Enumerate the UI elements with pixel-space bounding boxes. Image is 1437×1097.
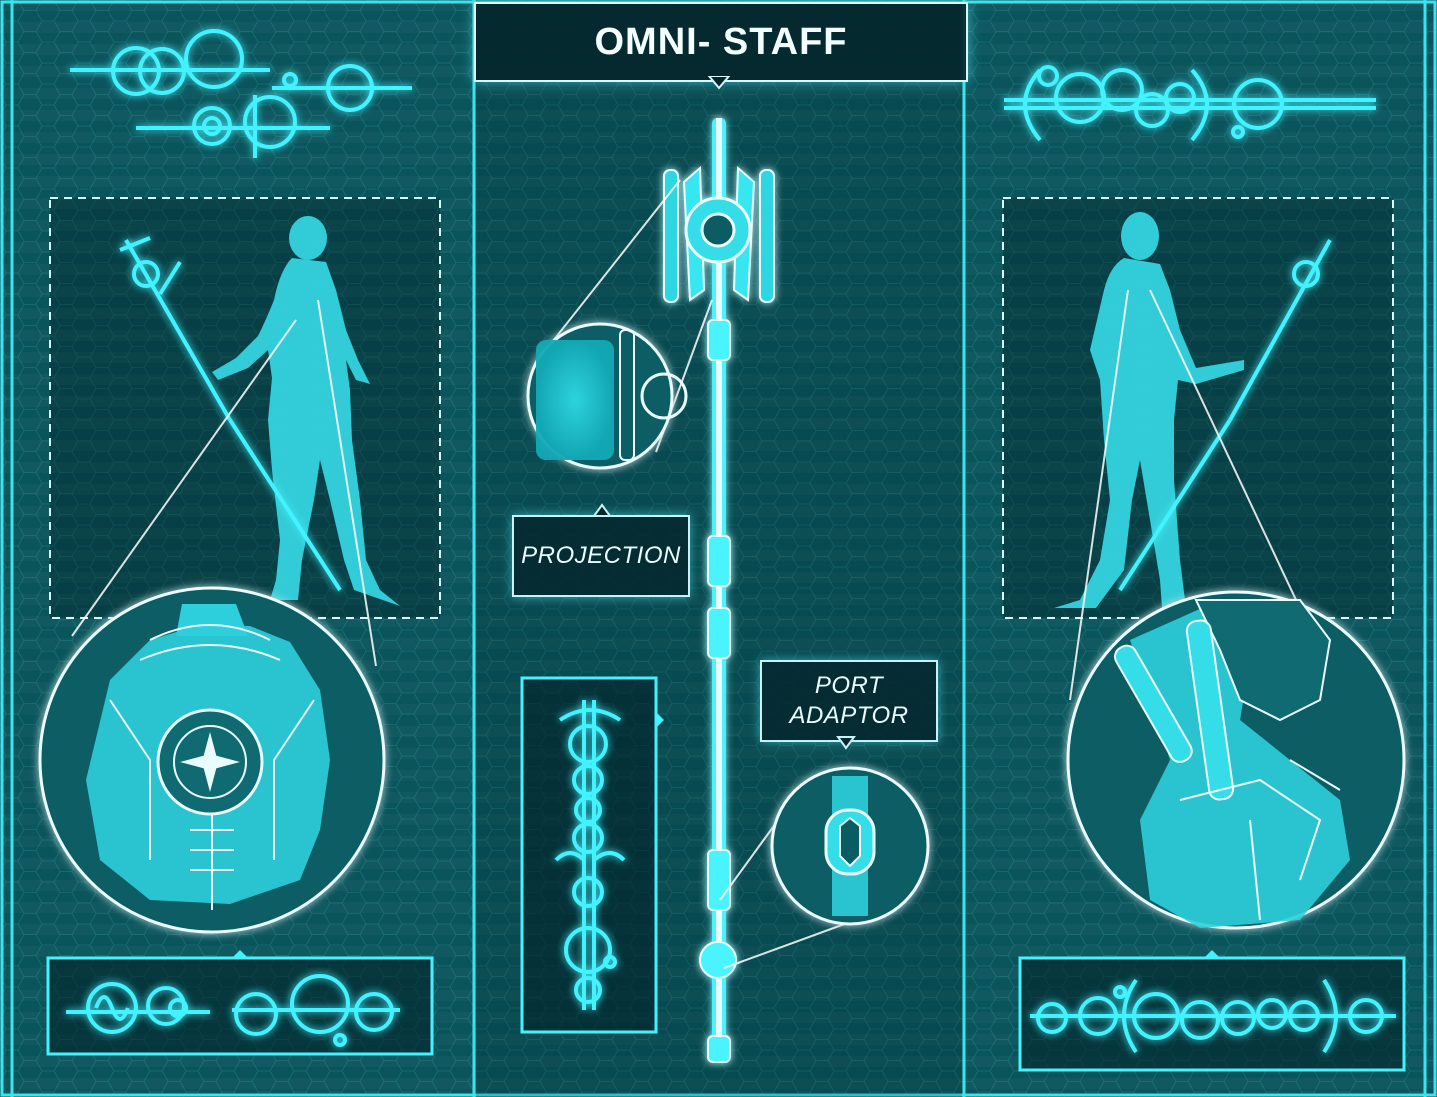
left-figure-frame (50, 198, 440, 618)
right-figure-frame (1003, 198, 1393, 618)
projection-label: PROJECTION (512, 515, 690, 597)
port-adaptor-label-pointer (836, 736, 856, 750)
port-adaptor-label: PORT ADAPTOR (760, 660, 938, 742)
page-title: OMNI- STAFF (474, 2, 968, 82)
right-glyph-footer (1020, 950, 1404, 1070)
projection-label-pointer (592, 503, 612, 517)
left-glyph-footer (48, 950, 432, 1054)
left-chest-detail-lens (40, 588, 384, 932)
right-back-detail-lens (1068, 592, 1404, 928)
title-pointer (706, 76, 732, 92)
center-glyph-column (522, 678, 664, 1032)
